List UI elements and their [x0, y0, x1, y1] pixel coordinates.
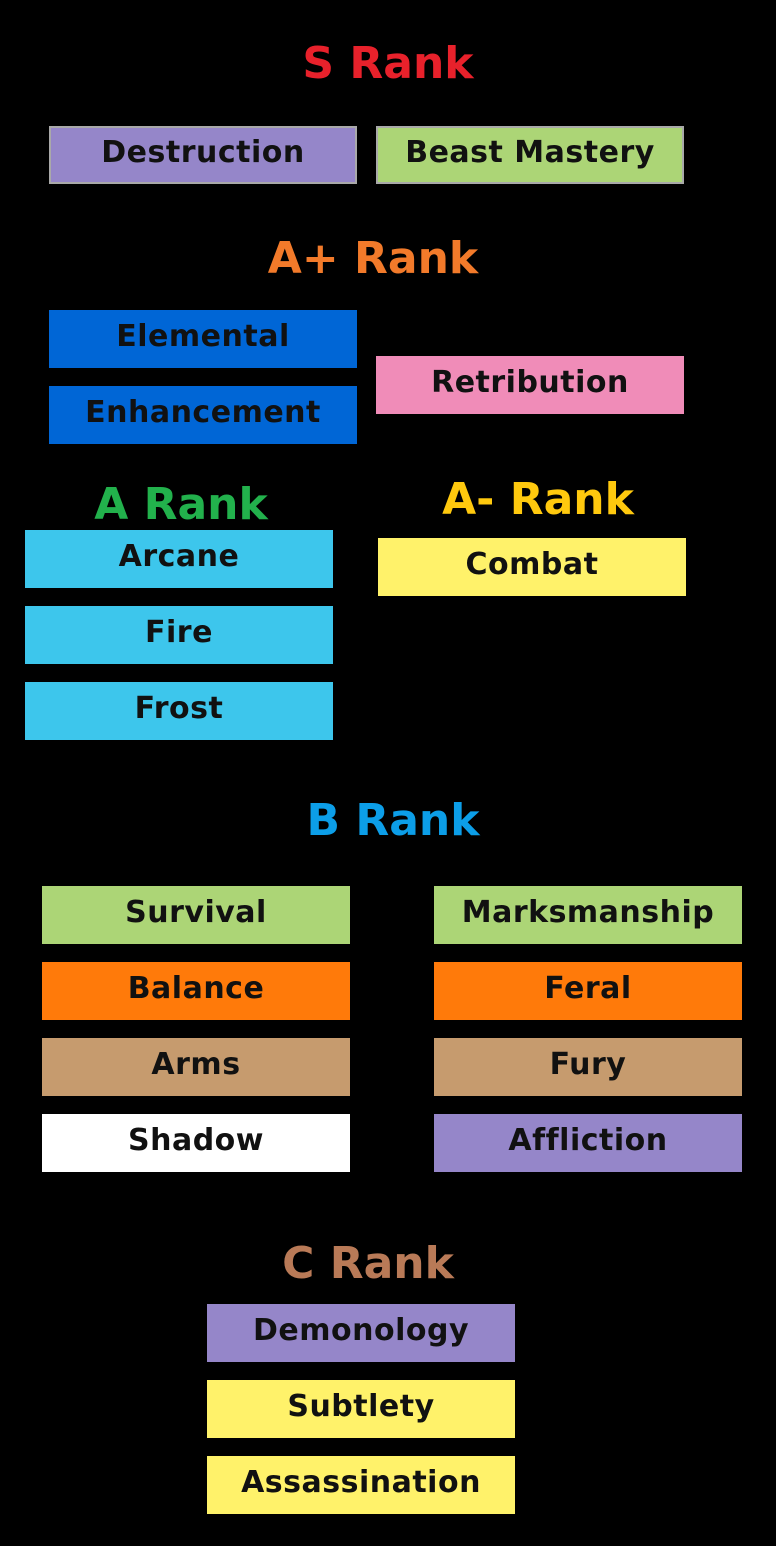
- tile-elemental: Elemental: [49, 310, 357, 368]
- aminus-rank-heading: A- Rank: [442, 474, 634, 525]
- tile-beast-mastery: Beast Mastery: [376, 126, 684, 184]
- c-rank-heading: C Rank: [282, 1238, 454, 1289]
- tile-assassination: Assassination: [207, 1456, 515, 1514]
- tile-fury: Fury: [434, 1038, 742, 1096]
- tile-fire: Fire: [25, 606, 333, 664]
- tile-retribution: Retribution: [376, 356, 684, 414]
- tile-marksmanship: Marksmanship: [434, 886, 742, 944]
- tile-enhancement: Enhancement: [49, 386, 357, 444]
- b-rank-heading: B Rank: [306, 795, 480, 846]
- aplus-rank-heading: A+ Rank: [267, 233, 479, 284]
- tile-survival: Survival: [42, 886, 350, 944]
- tile-arms: Arms: [42, 1038, 350, 1096]
- tile-demonology: Demonology: [207, 1304, 515, 1362]
- a-rank-heading: A Rank: [94, 479, 268, 530]
- tile-balance: Balance: [42, 962, 350, 1020]
- tile-feral: Feral: [434, 962, 742, 1020]
- s-rank-heading: S Rank: [302, 38, 474, 89]
- tile-arcane: Arcane: [25, 530, 333, 588]
- tile-combat: Combat: [378, 538, 686, 596]
- tile-subtlety: Subtlety: [207, 1380, 515, 1438]
- tile-affliction: Affliction: [434, 1114, 742, 1172]
- tile-frost: Frost: [25, 682, 333, 740]
- tile-shadow: Shadow: [42, 1114, 350, 1172]
- tile-destruction: Destruction: [49, 126, 357, 184]
